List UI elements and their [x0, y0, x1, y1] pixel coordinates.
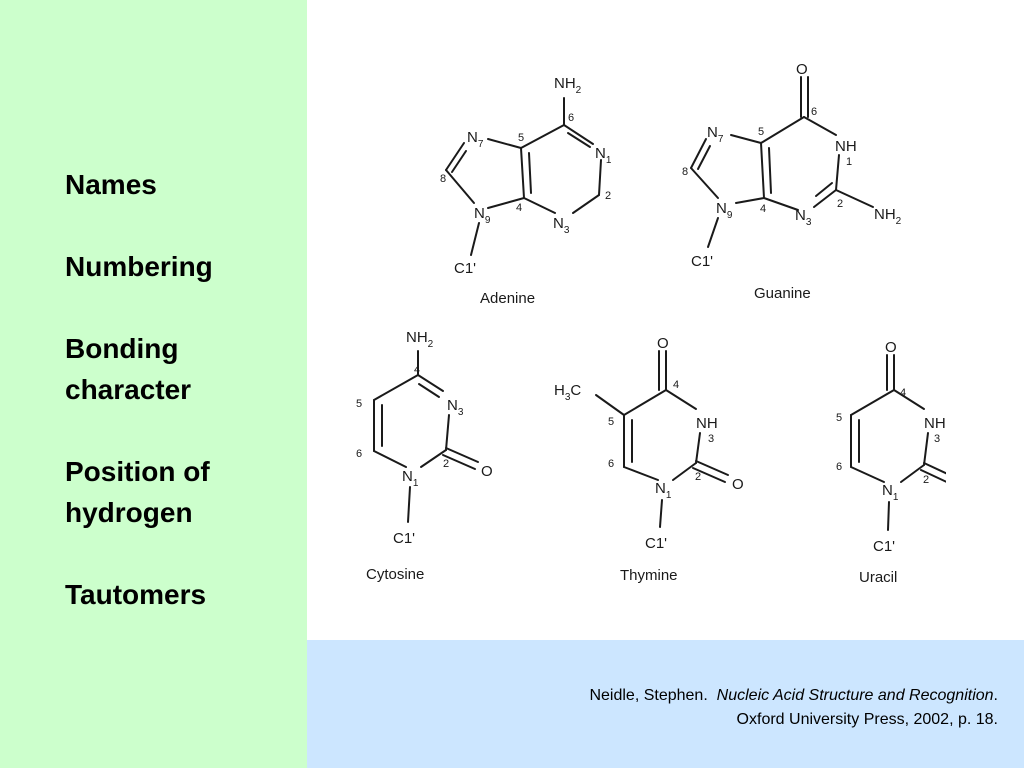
adenine-name: Adenine — [480, 290, 535, 307]
citation-publisher: Oxford University Press, 2002, p. 18. — [736, 711, 998, 728]
topic-item: Position of hydrogen — [65, 456, 210, 528]
guanine-n7: N7 — [707, 124, 724, 145]
guanine-ring-number: 2 — [837, 198, 843, 210]
thymine-structure: H3C O NH 3 N1 O C1' 4 5 6 2 Thymine — [554, 335, 744, 584]
uracil-structure: O NH 3 N1 O C1' 4 5 6 2 Uracil — [836, 339, 968, 586]
thymine-name: Thymine — [620, 567, 678, 584]
thymine-sugar-carbon: C1' — [645, 535, 667, 552]
cytosine-name: Cytosine — [366, 566, 424, 583]
uracil-ring-number: 6 — [836, 461, 842, 473]
topic-item: Numbering — [65, 251, 213, 282]
adenine-ring-number: 6 — [568, 112, 574, 124]
thymine-ring-number: 3 — [708, 433, 714, 445]
guanine-ring-number: 8 — [682, 166, 688, 178]
thymine-n1: N1 — [655, 480, 672, 501]
adenine-exo-amine: NH2 — [554, 75, 582, 96]
guanine-ring-number: 1 — [846, 156, 852, 168]
cytosine-sugar-carbon: C1' — [393, 530, 415, 547]
topic-item: Tautomers — [65, 579, 207, 610]
adenine-ring-number: 8 — [440, 173, 446, 185]
topic-item: Bonding character — [65, 333, 192, 405]
uracil-ring-number: 3 — [934, 433, 940, 445]
guanine-n3: N3 — [795, 207, 812, 228]
thymine-nh3: NH — [696, 415, 718, 432]
cytosine-ring-number: 2 — [443, 458, 449, 470]
guanine-structure: O NH 1 N3 N7 N9 NH2 C1' 6 5 4 2 8 Guanin… — [682, 61, 902, 302]
adenine-structure: NH2 N1 N3 N7 N9 C1' 6 5 4 2 8 Adenine — [440, 75, 612, 307]
thymine-ring-number: 2 — [695, 471, 701, 483]
guanine-amino-group: NH2 — [874, 206, 902, 227]
uracil-ring-number: 5 — [836, 412, 842, 424]
cytosine-ring-number: 6 — [356, 448, 362, 460]
citation-line-1: Neidle, Stephen. Nucleic Acid Structure … — [589, 687, 998, 704]
cytosine-exo-amine: NH2 — [406, 329, 434, 350]
cytosine-n3: N3 — [447, 397, 464, 418]
left-panel: Names Numbering Bonding character Positi… — [0, 0, 307, 768]
adenine-n1: N1 — [595, 145, 612, 166]
adenine-sugar-carbon: C1' — [454, 260, 476, 277]
topic-item: Names — [65, 169, 157, 200]
guanine-carbonyl-oxygen: O — [796, 61, 808, 78]
cytosine-structure: NH2 N3 N1 O C1' 4 5 6 2 Cytosine — [356, 329, 493, 583]
thymine-carbonyl-oxygen-2: O — [732, 476, 744, 493]
nucleobase-structures-figure: NH2 N1 N3 N7 N9 C1' 6 5 4 2 8 Adenine O — [346, 55, 968, 605]
guanine-sugar-carbon: C1' — [691, 253, 713, 270]
citation-title: Nucleic Acid Structure and Recognition — [716, 687, 994, 704]
uracil-ring-number: 4 — [900, 387, 906, 399]
guanine-nh1: NH — [835, 138, 857, 155]
uracil-n1: N1 — [882, 482, 899, 503]
adenine-ring-number: 4 — [516, 202, 522, 214]
cytosine-ring-number: 5 — [356, 398, 362, 410]
guanine-n9: N9 — [716, 200, 733, 221]
guanine-ring-number: 6 — [811, 106, 817, 118]
cytosine-ring-number: 4 — [414, 364, 420, 376]
adenine-n9: N9 — [474, 205, 491, 226]
guanine-ring-number: 4 — [760, 203, 766, 215]
uracil-ring-number: 2 — [923, 474, 929, 486]
thymine-ring-number: 4 — [673, 379, 679, 391]
thymine-carbonyl-oxygen-4: O — [657, 335, 669, 352]
adenine-n3: N3 — [553, 215, 570, 236]
guanine-name: Guanine — [754, 285, 811, 302]
cytosine-n1: N1 — [402, 468, 419, 489]
topic-list: Names Numbering Bonding character Positi… — [65, 164, 295, 615]
adenine-ring-number: 5 — [518, 132, 524, 144]
uracil-sugar-carbon: C1' — [873, 538, 895, 555]
citation-author: Neidle, Stephen. — [589, 687, 708, 704]
citation-panel: Neidle, Stephen. Nucleic Acid Structure … — [307, 640, 1024, 768]
structures-svg: NH2 N1 N3 N7 N9 C1' 6 5 4 2 8 Adenine O — [356, 61, 968, 586]
guanine-ring-number: 5 — [758, 126, 764, 138]
uracil-nh3: NH — [924, 415, 946, 432]
thymine-ring-number: 6 — [608, 458, 614, 470]
citation: Neidle, Stephen. Nucleic Acid Structure … — [589, 684, 998, 732]
thymine-methyl-group: H3C — [554, 382, 581, 403]
thymine-ring-number: 5 — [608, 416, 614, 428]
adenine-n7: N7 — [467, 129, 484, 150]
adenine-ring-number: 2 — [605, 190, 611, 202]
uracil-carbonyl-oxygen-4: O — [885, 339, 897, 356]
uracil-name: Uracil — [859, 569, 897, 586]
cytosine-carbonyl-oxygen: O — [481, 463, 493, 480]
